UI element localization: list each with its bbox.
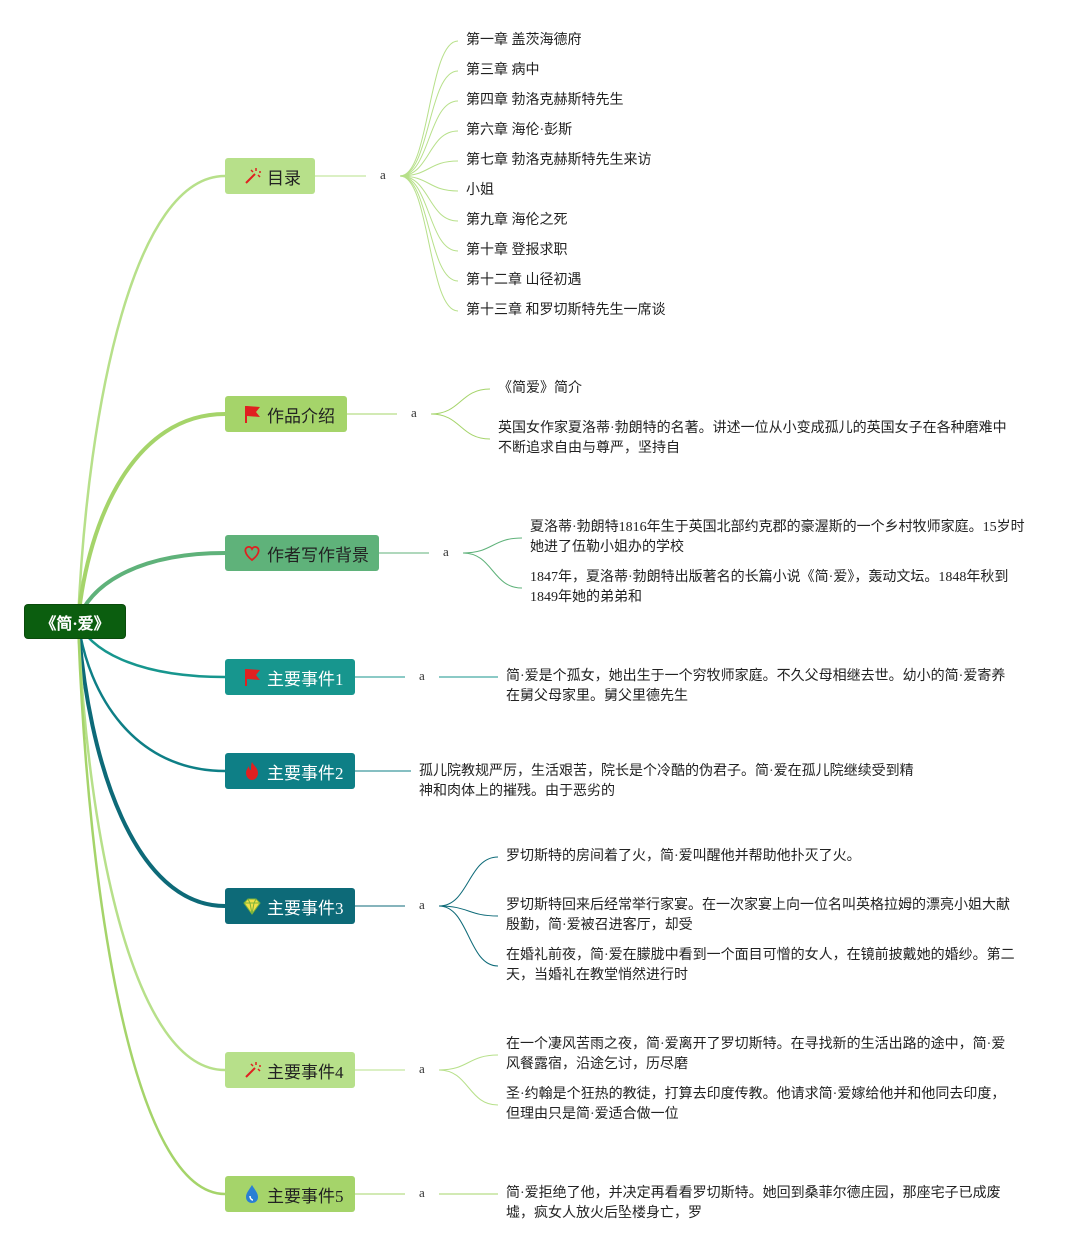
leaf-node[interactable]: 1847年，夏洛蒂·勃朗特出版著名的长篇小说《简·爱》，轰动文坛。1848年秋到… (530, 570, 1009, 605)
leaf-connector (399, 175, 459, 312)
wand-icon (241, 165, 263, 187)
leaf-node[interactable]: 罗切斯特回来后经常举行家宴。在一次家宴上向一位名叫英格拉姆的漂亮小姐大献殷勤，简… (506, 898, 1010, 933)
leaf-connector (430, 388, 491, 415)
leaf-node[interactable]: 罗切斯特的房间着了火，简·爱叫醒他并帮助他扑灭了火。 (506, 849, 861, 864)
leaf-node[interactable]: 简·爱拒绝了他，并决定再看看罗切斯特。她回到桑菲尔德庄园，那座宅子已成废墟，疯女… (506, 1186, 1001, 1221)
leaf-node[interactable]: 第六章 海伦·彭斯 (466, 123, 573, 138)
leaf-connector (399, 130, 459, 177)
branch-label: 主要事件5 (267, 1186, 344, 1206)
leaf-connector (399, 40, 459, 177)
leaf-node[interactable]: 第一章 盖茨海德府 (466, 33, 582, 48)
leaf-node[interactable]: 第三章 病中 (466, 63, 540, 78)
branch-connector (76, 620, 226, 908)
flag-icon (241, 403, 263, 425)
leaf-node[interactable]: 圣·约翰是个狂热的教徒，打算去印度传教。他请求简·爱嫁给他并和他同去印度，但理由… (506, 1087, 1006, 1122)
branch-node[interactable]: 目录 (225, 158, 315, 194)
branch-node[interactable]: 作者写作背景 (225, 535, 379, 571)
leaf-node[interactable]: 《简爱》简介 (498, 381, 582, 396)
leaf-connector (399, 100, 459, 177)
branch-connector (76, 412, 226, 622)
leaf-node[interactable]: 在一个凄风苦雨之夜，简·爱离开了罗切斯特。在寻找新的生活出路的途中，简·爱风餐露… (506, 1037, 1006, 1072)
branch-node[interactable]: 主要事件3 (225, 888, 355, 924)
fire-icon (241, 760, 263, 782)
mid-node[interactable]: a (419, 1061, 425, 1076)
leaf-connector (438, 905, 499, 917)
leaf-node[interactable]: 第十三章 和罗切斯特先生一席谈 (466, 303, 666, 318)
leaf-node[interactable]: 英国女作家夏洛蒂·勃朗特的名著。讲述一位从小变成孤儿的英国女子在各种磨难中不断追… (498, 421, 1007, 456)
branch-label: 主要事件2 (267, 763, 344, 783)
mid-node[interactable]: a (419, 668, 425, 683)
branch-label: 主要事件3 (267, 898, 344, 918)
mid-node[interactable]: a (443, 544, 449, 559)
leaf-node[interactable]: 第九章 海伦之死 (466, 213, 568, 228)
wand-icon (241, 1059, 263, 1081)
branch-connector (76, 620, 226, 773)
leaf-node[interactable]: 第十二章 山径初遇 (466, 273, 582, 288)
mid-node[interactable]: a (419, 897, 425, 912)
flag-icon (241, 666, 263, 688)
branch-node[interactable]: 主要事件5 (225, 1176, 355, 1212)
root-node[interactable]: 《简·爱》 (25, 605, 125, 638)
mid-node[interactable]: a (419, 1185, 425, 1200)
leaf-connector (430, 413, 491, 440)
mid-node[interactable]: a (411, 405, 417, 420)
leaf-connector (438, 905, 499, 967)
leaf-connector (399, 70, 459, 177)
leaf-node[interactable]: 孤儿院教规严厉，生活艰苦，院长是个冷酷的伪君子。简·爱在孤儿院继续受到精神和肉体… (419, 764, 914, 799)
leaf-connector (438, 1054, 499, 1071)
branch-label: 目录 (267, 168, 301, 188)
leaf-connector (399, 175, 459, 222)
diamond-icon (241, 895, 263, 917)
leaf-node[interactable]: 小姐 (466, 183, 494, 198)
leaf-connector (438, 1069, 499, 1106)
branch-label: 主要事件1 (267, 669, 344, 689)
branch-label: 作品介绍 (267, 406, 335, 426)
leaf-connector (399, 160, 459, 177)
leaf-connector (399, 175, 459, 282)
branch-node[interactable]: 作品介绍 (225, 396, 347, 432)
leaf-node[interactable]: 简·爱是个孤女，她出生于一个穷牧师家庭。不久父母相继去世。幼小的简·爱寄养在舅父… (506, 669, 1006, 704)
heart-icon (241, 542, 263, 564)
leaf-node[interactable]: 第十章 登报求职 (466, 243, 568, 258)
mid-node[interactable]: a (380, 167, 386, 182)
leaf-connector (399, 175, 459, 192)
branch-label: 作者写作背景 (267, 545, 369, 565)
leaf-node[interactable]: 夏洛蒂·勃朗特1816年生于英国北部约克郡的豪渥斯的一个乡村牧师家庭。15岁时她… (530, 520, 1025, 555)
leaf-connector (462, 552, 523, 589)
branch-connector (76, 620, 226, 1072)
branch-connector (76, 620, 226, 1196)
branch-label: 主要事件4 (267, 1062, 344, 1082)
branch-node[interactable]: 主要事件1 (225, 659, 355, 695)
leaf-node[interactable]: 第七章 勃洛克赫斯特先生来访 (466, 153, 652, 168)
leaf-connector (438, 856, 499, 907)
leaf-connector (462, 537, 523, 554)
leaf-node[interactable]: 在婚礼前夜，简·爱在朦胧中看到一个面目可憎的女人，在镜前披戴她的婚纱。第二天，当… (506, 948, 1015, 983)
branch-node[interactable]: 主要事件2 (225, 753, 355, 789)
branch-node[interactable]: 主要事件4 (225, 1052, 355, 1088)
leaf-node[interactable]: 第四章 勃洛克赫斯特先生 (466, 93, 624, 108)
leaf-connector (399, 175, 459, 252)
water-drop-icon (241, 1183, 263, 1205)
branch-connector (76, 174, 226, 622)
